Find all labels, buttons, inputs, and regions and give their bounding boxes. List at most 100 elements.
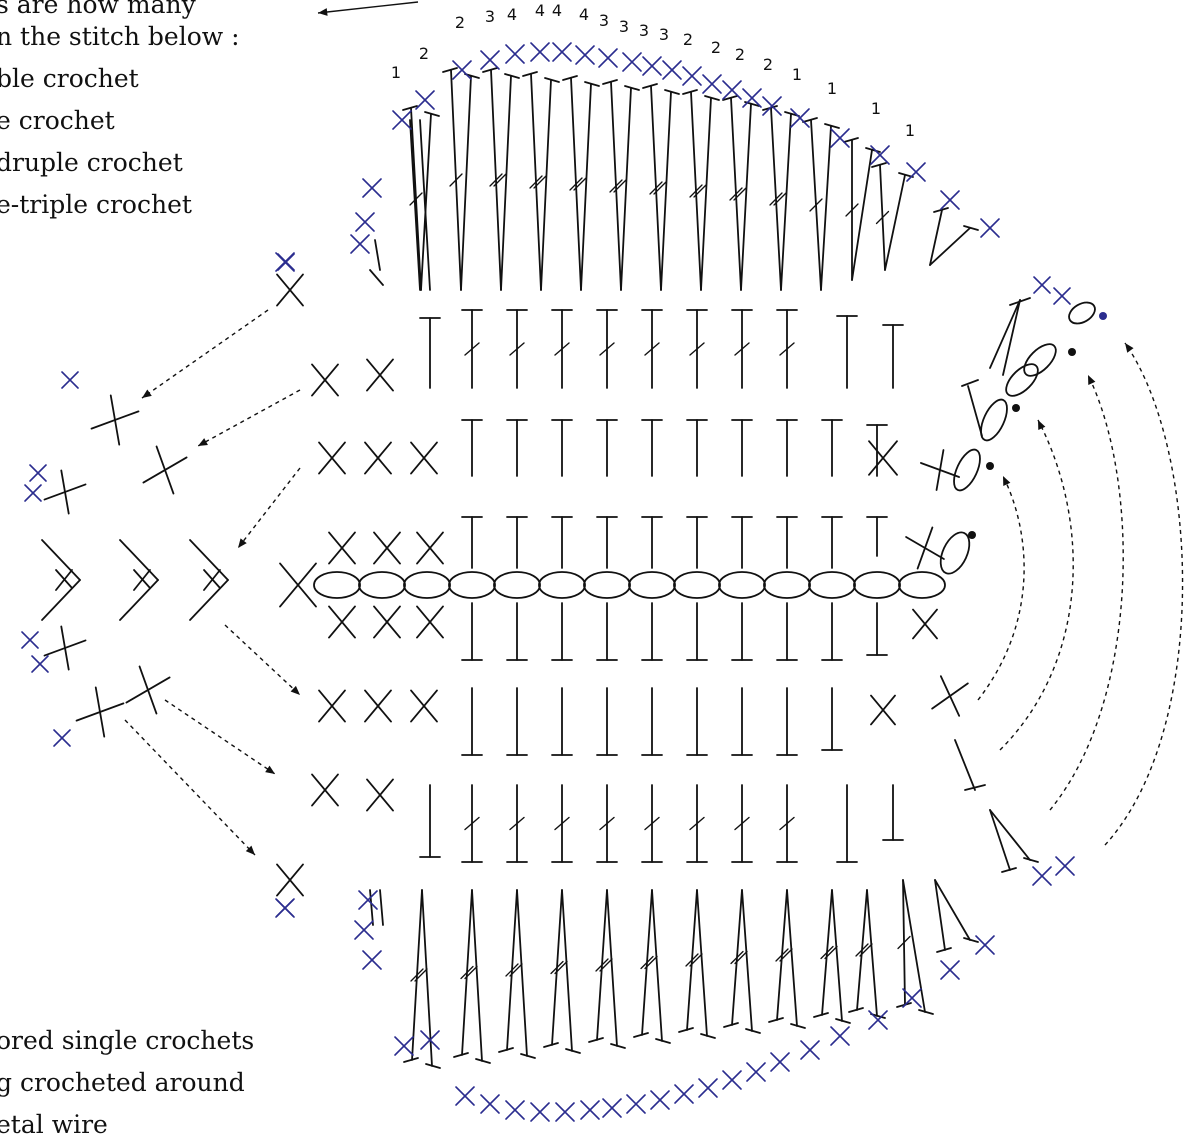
- wire-single-crochet-symbol: [505, 44, 525, 64]
- wire-single-crochet-symbol: [602, 1098, 622, 1118]
- tall-stitch-symbol: [596, 419, 618, 477]
- chain-stitch-symbol: [953, 448, 981, 492]
- long-stitch-symbol: [768, 889, 806, 1029]
- long-stitch-symbol: [482, 67, 520, 291]
- wire-single-crochet-symbol: [626, 1094, 646, 1114]
- single-crochet-symbol: [931, 675, 969, 717]
- tall-stitch-symbol: [731, 687, 753, 756]
- chain-stitch-symbol: [673, 571, 721, 599]
- tall-stitch-symbol: [731, 419, 753, 477]
- wrap-count-label: 3: [599, 11, 609, 30]
- wrap-count-label: 1: [827, 79, 837, 98]
- legend-line-1: s are how many: [0, 0, 196, 19]
- direction-arrow: [224, 624, 301, 696]
- tall-stitch-symbol: [731, 602, 753, 661]
- wire-single-crochet-symbol: [24, 484, 42, 502]
- wire-single-crochet-symbol: [53, 729, 71, 747]
- dashed-arrows: [124, 1, 1184, 856]
- tall-stitch-symbol: [731, 516, 753, 569]
- wrap-count-label: 1: [871, 99, 881, 118]
- wire-single-crochet-symbol: [31, 655, 49, 673]
- wire-single-crochet-symbol: [742, 88, 762, 108]
- single-crochet-symbol: [920, 449, 960, 491]
- legend-double-triple-crochet: e-triple crochet: [0, 190, 192, 219]
- wire-single-crochet-symbol: [1032, 866, 1052, 886]
- direction-arrow: [237, 467, 301, 549]
- tall-stitch-symbol: [731, 309, 753, 389]
- wire-single-crochet-symbol: [662, 60, 682, 80]
- legend-double-crochet: ble crochet: [0, 64, 139, 93]
- tall-stitch-symbol: [776, 309, 798, 389]
- chain-stitch-symbol: [1068, 301, 1096, 325]
- chain-stitch-symbol: [313, 571, 361, 599]
- chain-stitch-symbol: [403, 571, 451, 599]
- single-crochet-symbol: [366, 778, 394, 812]
- single-crochet-symbol: [318, 441, 346, 475]
- long-stitch-symbol: [722, 95, 760, 291]
- wrap-count-label: 3: [485, 7, 495, 26]
- tall-stitch-symbol: [461, 309, 483, 389]
- wire-single-crochet-symbol: [277, 253, 295, 271]
- wire-single-crochet-symbol: [362, 178, 382, 198]
- tall-stitch-symbol: [596, 784, 618, 863]
- tall-stitch-symbol: [731, 784, 753, 863]
- tall-stitch-symbol: [686, 687, 708, 756]
- single-crochet-symbol: [328, 531, 356, 565]
- wrap-count-label: 2: [455, 13, 465, 32]
- wire-single-crochet-symbol: [650, 1090, 670, 1110]
- slip-stitch-dot: [968, 531, 976, 539]
- tall-stitch-symbol: [882, 784, 904, 841]
- wire-single-crochet-symbol: [420, 1030, 440, 1050]
- long-stitch-symbol: [848, 889, 886, 1019]
- top-fan: [369, 67, 979, 291]
- chain-stitch-symbol: [493, 571, 541, 599]
- long-stitch-symbol: [602, 79, 640, 291]
- wire-single-crochet-symbol: [722, 80, 742, 100]
- tall-stitch-symbol: [836, 315, 858, 389]
- legend-triple-crochet: e crochet: [0, 106, 115, 135]
- curved-direction-arrow: [1104, 342, 1184, 846]
- wire-single-crochet-symbol: [350, 234, 370, 254]
- wire-single-crochet-symbol: [362, 950, 382, 970]
- wire-single-crochet-symbol: [622, 52, 642, 72]
- wrap-count-label: 1: [792, 65, 802, 84]
- tall-stitch-symbol: [821, 516, 843, 569]
- long-stitch-symbol: [843, 137, 881, 281]
- long-stitch-symbol: [762, 105, 800, 291]
- wire-single-crochet-symbol: [276, 899, 294, 917]
- single-crochet-symbol: [276, 273, 304, 307]
- wire-single-crochet-symbol: [980, 218, 1000, 238]
- wrap-count-label: 1: [905, 121, 915, 140]
- wire-single-crochet-symbol: [906, 162, 926, 182]
- note-crocheted-around: g crocheted around: [0, 1068, 245, 1097]
- wire-single-crochet-symbol: [940, 960, 960, 980]
- wrap-count-label: 2: [763, 55, 773, 74]
- tall-stitch-symbol: [551, 687, 573, 756]
- wire-single-crochet-symbol: [21, 631, 39, 649]
- wire-single-crochet-symbol: [902, 988, 922, 1008]
- center-rows: [311, 276, 1107, 863]
- direction-arrow: [141, 309, 269, 399]
- direction-arrow: [317, 1, 419, 16]
- single-crochet-symbol: [125, 665, 171, 715]
- tall-stitch-symbol: [461, 687, 483, 756]
- single-crochet-symbol: [373, 531, 401, 565]
- tall-stitch-symbol: [686, 784, 708, 863]
- single-crochet-symbol: [75, 686, 125, 738]
- single-crochet-symbol: [43, 625, 87, 671]
- chain-stitch-symbol: [448, 571, 496, 599]
- wire-single-crochet-symbol: [452, 60, 472, 80]
- note-metal-wire: etal wire: [0, 1110, 108, 1139]
- chain-stitch-symbol: [898, 571, 946, 599]
- tall-stitch-symbol: [776, 602, 798, 661]
- tall-stitch-symbol: [641, 309, 663, 389]
- chain-stitch-symbol: [538, 571, 586, 599]
- wire-single-crochet-symbol: [480, 1094, 500, 1114]
- tall-stitch-symbol: [686, 516, 708, 569]
- single-crochet-symbol: [90, 394, 140, 446]
- tall-stitch-symbol: [596, 602, 618, 661]
- wire-single-crochet-symbol: [394, 1036, 414, 1056]
- tall-stitch-symbol: [461, 784, 483, 863]
